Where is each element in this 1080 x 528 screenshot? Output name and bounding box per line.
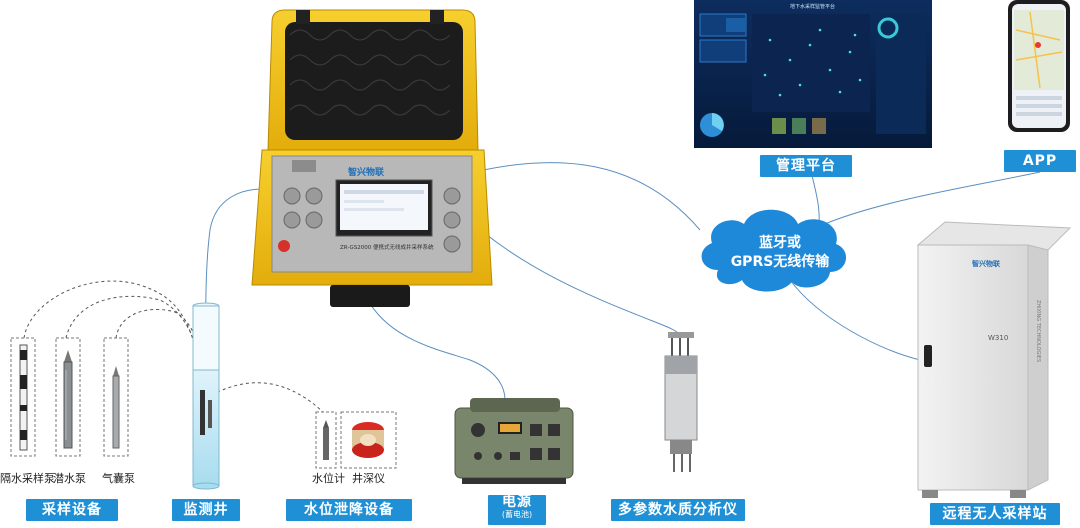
level-meter-frame — [315, 411, 337, 469]
label-remote-station: 远程无人采样站 — [930, 503, 1060, 525]
controller-brand: 智兴物联 — [348, 166, 385, 178]
sampling-pumps — [10, 337, 129, 457]
label-bladder-isolation-pump: 隔水采样泵 — [0, 472, 55, 485]
pump3-frame — [103, 337, 129, 457]
label-power-title: 电源 — [502, 494, 532, 510]
portable-controller-image — [251, 9, 493, 307]
submersible-pump-image — [63, 350, 73, 449]
label-submersible-pump: 潜水泵 — [53, 472, 86, 485]
bladder-pump-image — [112, 366, 120, 449]
cloud-label: 蓝牙或 GPRS无线传输 — [730, 234, 830, 272]
cable-controller-to-power — [367, 299, 506, 401]
dash-pump3 — [115, 309, 205, 375]
dash-level — [211, 382, 324, 413]
well-depth-meter-image — [352, 422, 384, 458]
cloud-line2: GPRS无线传输 — [730, 254, 830, 270]
pump2-frame — [55, 337, 81, 457]
label-bladder-pump: 气囊泵 — [102, 472, 135, 485]
bladder-isolation-pump-image — [19, 344, 28, 451]
station-side-text: ZHIXING TECHNOLOGIES — [1035, 300, 1041, 362]
station-model: W310 — [988, 334, 1008, 342]
dash-pump1 — [23, 280, 201, 371]
label-app: APP — [1004, 150, 1076, 172]
management-platform-screen — [694, 0, 932, 148]
depth-meter-frame — [340, 411, 397, 469]
water-level-devices — [315, 411, 397, 469]
cloud-line1: 蓝牙或 — [759, 235, 801, 251]
power-station-image — [454, 398, 574, 484]
label-well-depth-meter: 井深仪 — [352, 472, 385, 485]
station-brand: 智兴物联 — [972, 259, 1001, 268]
phone-app-image — [1008, 0, 1070, 132]
dash-pump2 — [65, 295, 203, 373]
label-platform: 管理平台 — [760, 155, 852, 177]
link-cloud-to-app — [819, 171, 1041, 227]
wireless-cloud — [701, 209, 847, 292]
monitoring-well-image — [192, 302, 220, 490]
label-power-sub: (蓄电池) — [501, 510, 533, 519]
label-water-level-meter: 水位计 — [312, 472, 345, 485]
label-analyzer: 多参数水质分析仪 — [611, 499, 745, 521]
analyzer-probe-image — [664, 332, 698, 472]
label-power: 电源 (蓄电池) — [488, 495, 546, 525]
water-level-meter-image — [323, 420, 329, 460]
platform-screen-title: 地下水采样监管平台 — [790, 3, 835, 10]
label-water-level-equipment: 水位泄降设备 — [286, 499, 412, 521]
pump1-frame — [10, 337, 36, 457]
link-controller-to-cloud — [461, 162, 701, 231]
link-cloud-to-station — [789, 279, 921, 361]
label-sampling-equipment: 采样设备 — [26, 499, 118, 521]
cable-controller-to-analyzer — [457, 209, 681, 336]
controller-model-text: ZR-GS2000 便携式无线成井采样系统 — [340, 243, 434, 251]
label-monitoring-well: 监测井 — [172, 499, 240, 521]
remote-station-image — [916, 221, 1072, 498]
